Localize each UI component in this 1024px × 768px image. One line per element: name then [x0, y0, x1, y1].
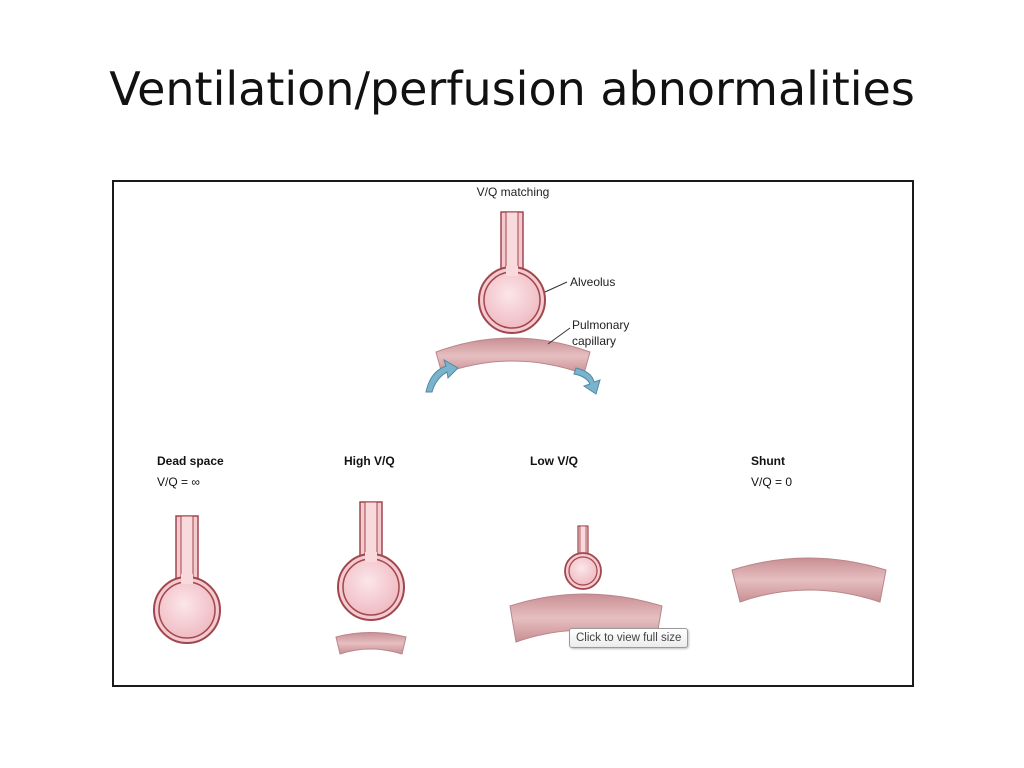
high-vq-alveolus [337, 501, 405, 621]
shunt-capillary [731, 557, 887, 603]
vq-diagram: V/Q matching Alveolus Pulmonary capillar… [153, 185, 887, 655]
capillary-label-line2: capillary [572, 334, 616, 348]
pulmonary-capillary [435, 337, 591, 375]
view-full-size-tooltip[interactable]: Click to view full size [569, 628, 689, 648]
alveolus-leader-line [544, 281, 568, 293]
high-vq-capillary [335, 632, 407, 655]
alveolus-matching [478, 211, 546, 334]
low-vq-alveolus [564, 525, 602, 590]
capillary-label-line1: Pulmonary [572, 318, 629, 332]
slide-title: Ventilation/perfusion abnormalities [109, 62, 915, 116]
shunt-heading: Shunt [751, 454, 785, 468]
vq-matching-heading: V/Q matching [477, 185, 550, 199]
capillary-leader-line [547, 327, 571, 345]
shunt-formula: V/Q = 0 [751, 475, 792, 489]
figure-frame[interactable]: V/Q matching Alveolus Pulmonary capillar… [112, 180, 914, 687]
high-vq-heading: High V/Q [344, 454, 395, 468]
alveolus-label: Alveolus [570, 275, 615, 289]
low-vq-heading: Low V/Q [530, 454, 578, 468]
dead-space-formula: V/Q = ∞ [157, 475, 200, 489]
flow-out-arrow [573, 367, 601, 395]
dead-space-alveolus [153, 515, 221, 644]
flow-in-arrow [425, 358, 459, 393]
dead-space-heading: Dead space [157, 454, 224, 468]
